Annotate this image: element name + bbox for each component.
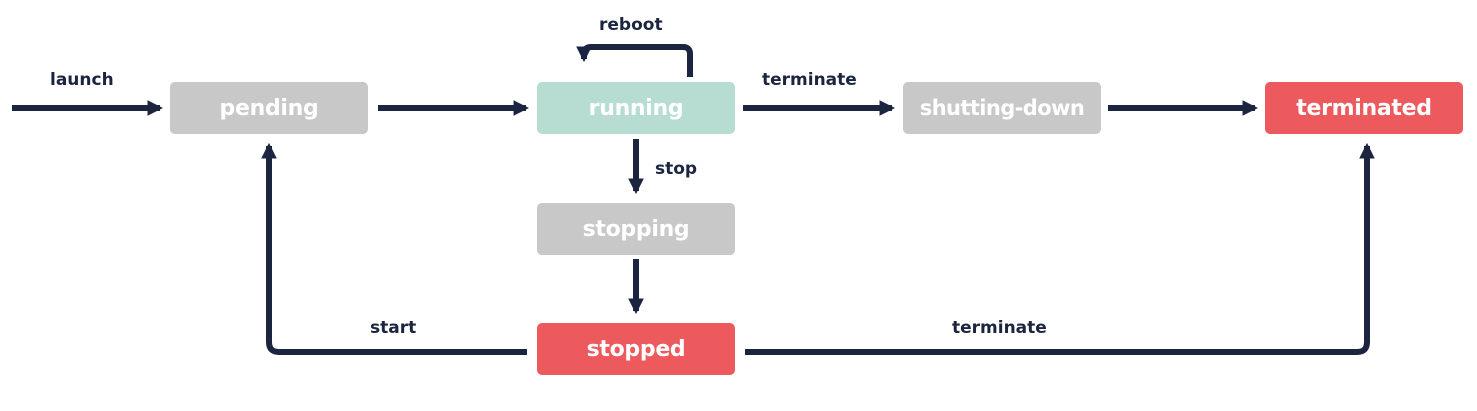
- state-running: running: [537, 82, 735, 134]
- label-stop: stop: [655, 159, 698, 179]
- arrow-reboot-loop: [576, 44, 693, 77]
- label-terminate-from-stopped: terminate: [952, 318, 1047, 338]
- state-stopping: stopping: [537, 203, 735, 255]
- label-launch: launch: [50, 70, 114, 90]
- state-shutting-down: shutting-down: [903, 82, 1101, 134]
- arrow-stopped-to-terminated: [745, 142, 1375, 355]
- state-stopped: stopped: [537, 323, 735, 375]
- state-terminated: terminated: [1265, 82, 1463, 134]
- state-pending: pending: [170, 82, 368, 134]
- label-start: start: [370, 318, 417, 338]
- label-reboot: reboot: [599, 15, 663, 35]
- arrow-stopped-to-pending: [261, 142, 527, 355]
- label-terminate-from-running: terminate: [762, 70, 857, 90]
